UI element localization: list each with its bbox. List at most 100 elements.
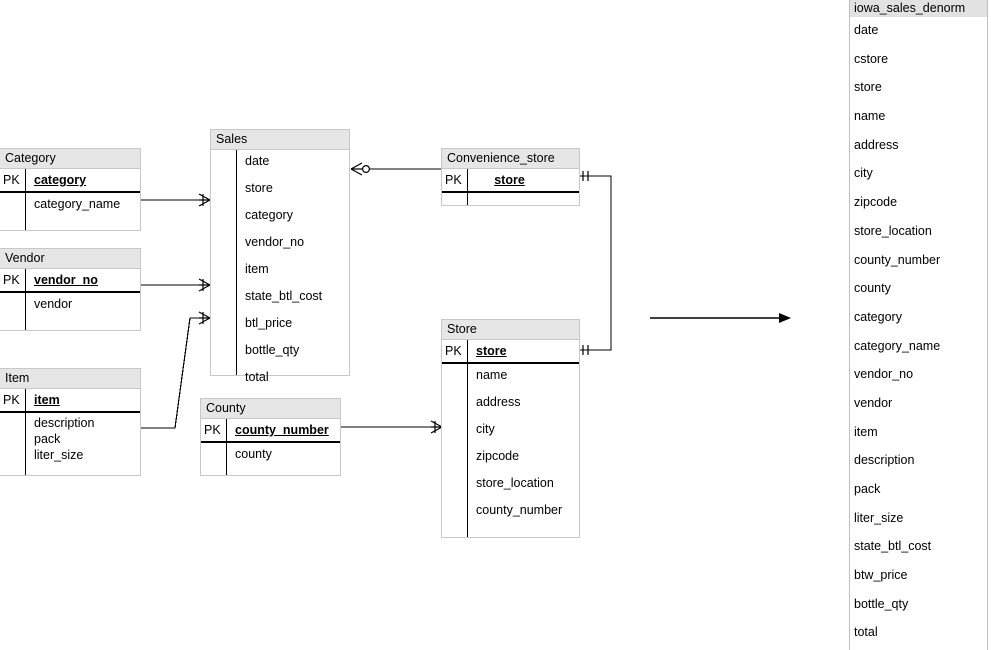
entity-convenience-store-title: Convenience_store [442,149,579,169]
pk-gutter [0,193,25,230]
entity-category[interactable]: Category PK category category_name [0,148,141,231]
column-divider [467,364,468,537]
denorm-column-item: item [854,424,878,439]
column-divider [467,169,468,191]
pk-gutter [442,364,467,537]
attribute: bottle_qty [245,343,300,357]
entity-store-attributes: name address city zipcode store_location… [468,364,579,537]
column-divider [25,193,26,230]
cardinality-one-store [582,345,589,355]
pk-label: PK [445,173,462,187]
pk-gutter [0,293,25,330]
denorm-column-item: description [854,453,915,468]
entity-item[interactable]: Item PK item description pack liter_size [0,368,141,476]
entity-store-body: name address city zipcode store_location… [442,364,579,537]
pk-label: PK [3,273,20,287]
denorm-column-item: total [854,625,878,640]
crowfoot-category-sales [198,193,211,207]
denorm-column-item: zipcode [854,195,898,210]
entity-sales[interactable]: Sales date store category vendor_no item… [210,129,350,384]
crowfoot-sales-cstore [350,162,371,176]
pk-field-store: store [476,344,507,358]
column-divider [467,340,468,362]
attribute: liter_size [34,448,84,462]
denorm-column-item: state_btl_cost [854,539,932,554]
pk-label: PK [445,344,462,358]
pk-field-item: item [34,393,60,407]
attribute: address [476,395,521,409]
column-divider [25,269,26,291]
entity-store[interactable]: Store PK store name address city zipcode… [441,319,580,538]
denorm-column-item: liter_size [854,510,904,525]
pk-field-county-number: county_number [235,423,329,437]
pk-gutter [211,150,236,375]
column-divider [25,169,26,191]
pk-field-category: category [34,173,87,187]
attribute: state_btl_cost [245,289,323,303]
attribute: county [235,447,272,461]
entity-vendor-body: vendor [0,293,140,330]
attribute: btl_price [245,316,293,330]
entity-county-pk-row: PK county_number [201,419,340,443]
crowfoot-item-sales [198,311,211,325]
attribute: name [476,368,508,382]
attribute: city [476,422,495,436]
denorm-column-item: county [854,281,891,296]
connector-cstore-store [580,175,612,351]
denorm-column-item: vendor_no [854,367,914,382]
entity-vendor-title: Vendor [0,249,140,269]
denorm-column-item: category_name [854,338,941,353]
denorm-column-item: store_location [854,223,932,238]
attribute: category [245,208,293,222]
attribute: store [245,181,273,195]
denorm-column-item: btw_price [854,568,908,583]
attribute: county_number [476,503,563,517]
pk-field-vendor-no: vendor_no [34,273,98,287]
denorm-column-item: address [854,137,899,152]
entity-store-title: Store [442,320,579,340]
denorm-column-item: city [854,166,873,181]
column-divider [226,443,227,475]
entity-county[interactable]: County PK county_number county [200,398,341,476]
attribute: description [34,416,95,430]
attribute: vendor_no [245,235,305,249]
entity-convenience-store-pk-row: PK store [442,169,579,193]
entity-convenience-store[interactable]: Convenience_store PK store [441,148,580,206]
entity-item-title: Item [0,369,140,389]
attribute: zipcode [476,449,520,463]
denorm-column-item: name [854,109,886,124]
denorm-column-item: bottle_qty [854,596,909,611]
pk-gutter [442,193,467,205]
attribute: pack [34,432,61,446]
transform-arrow [650,313,791,323]
entity-vendor[interactable]: Vendor PK vendor_no vendor [0,248,141,331]
denorm-column-item: county_number [854,252,941,267]
denorm-column-item: category [854,309,902,324]
column-divider [467,193,468,205]
entity-county-body: county [201,443,340,475]
entity-convenience-store-attributes [468,193,579,205]
column-divider [25,389,26,411]
attribute: category_name [34,197,121,211]
attribute: item [245,262,269,276]
entity-convenience-store-body [442,193,579,205]
denorm-column-item: date [854,23,879,37]
attribute: total [245,370,269,384]
pk-label: PK [204,423,221,437]
entity-sales-body: date store category vendor_no item state… [211,150,349,384]
cardinality-one-cstore [582,171,589,181]
column-divider [226,419,227,441]
entity-category-title: Category [0,149,140,169]
denorm-table-title: iowa_sales_denorm [850,0,987,17]
pk-label: PK [3,173,20,187]
entity-category-body: category_name [0,193,140,230]
entity-county-attributes: county [227,443,340,475]
entity-sales-title: Sales [211,130,349,150]
entity-vendor-pk-row: PK vendor_no [0,269,140,293]
denorm-column-item: pack [854,482,881,496]
column-divider [25,413,26,475]
attribute: date [245,154,270,168]
attribute: store_location [476,476,554,490]
